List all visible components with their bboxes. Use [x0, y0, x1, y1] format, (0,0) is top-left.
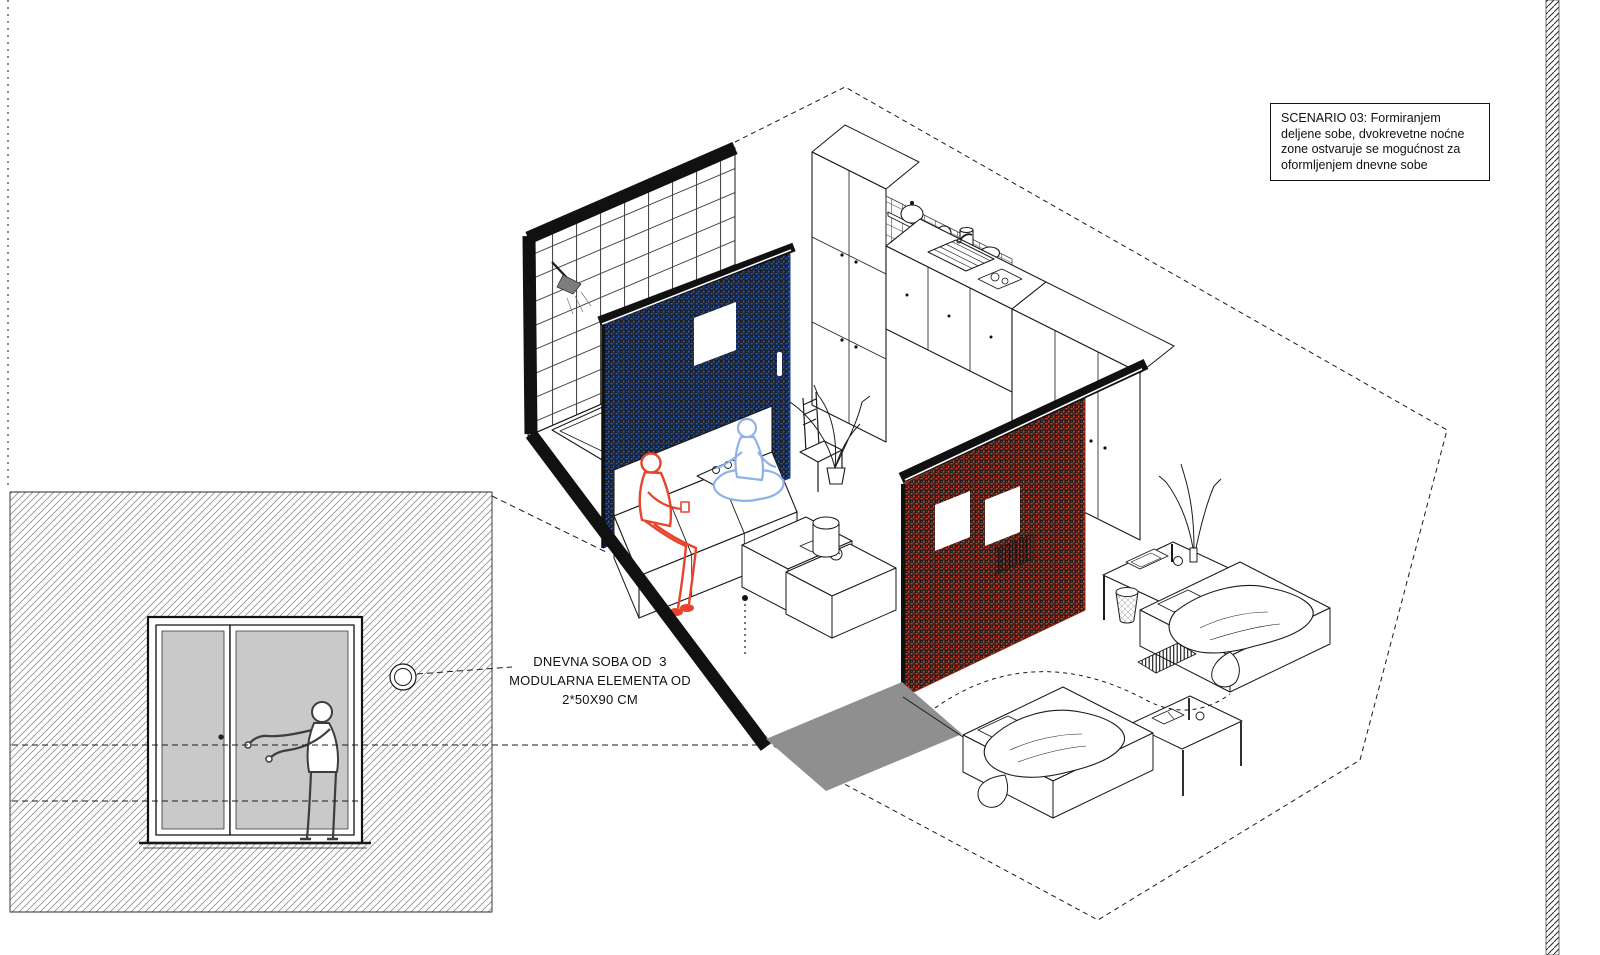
module-label: DNEVNA SOBA OD 3 MODULARNA ELEMENTA OD 2… [492, 652, 708, 709]
bed [962, 686, 1154, 819]
entry-mat [766, 682, 962, 791]
circulation-dashed-path [934, 671, 1231, 711]
sliding-track [898, 359, 1149, 483]
blanket [983, 709, 1126, 778]
blue-figure [712, 417, 785, 502]
detail-marker-circle [389, 663, 417, 691]
cup [1173, 556, 1183, 566]
open-book [1151, 708, 1185, 725]
living-room [613, 384, 897, 639]
cup [1195, 711, 1205, 721]
sliding-track [597, 242, 796, 326]
cut-walls-black [522, 142, 772, 751]
plant [1158, 463, 1222, 549]
panel-picture [935, 491, 970, 551]
wastebasket [1115, 587, 1139, 624]
door-handle-icon [218, 734, 224, 740]
tall-cabinet-left [811, 124, 920, 443]
panel-handle [777, 352, 782, 376]
vase [1189, 547, 1198, 563]
module-label-line: DNEVNA SOBA OD 3 [533, 654, 667, 669]
desk [1102, 463, 1234, 650]
side-stool [812, 516, 840, 558]
cup [680, 501, 690, 513]
hob [977, 268, 1023, 290]
bedroom [902, 463, 1331, 819]
red-sliding-panel [898, 359, 1149, 698]
sink [927, 239, 995, 272]
plant-pot [826, 467, 846, 485]
mirror [694, 302, 736, 366]
scenario-note: SCENARIO 03: Formiranjem deljene sobe, d… [1270, 103, 1490, 181]
scenario-note-line: deljene sobe, dvokrevetne noćne [1281, 126, 1465, 141]
section-hatch-strip [1545, 0, 1560, 955]
window-elevation-detail [9, 491, 766, 913]
shower-head-icon [551, 261, 592, 315]
folded-textile [1137, 642, 1197, 674]
blanket [1168, 584, 1314, 654]
leader-line [491, 495, 607, 553]
leader-line [416, 666, 513, 675]
unit-envelope-dashed [734, 86, 1448, 921]
window-frame [139, 615, 371, 849]
label-leader [742, 595, 748, 655]
panel-picture [985, 486, 1020, 546]
faucet-icon [959, 233, 973, 241]
scenario-note-line: zone ostvaruje se mogućnost za [1281, 142, 1461, 156]
radiator [994, 533, 1034, 575]
module-label-line: MODULARNA ELEMENTA OD [509, 673, 691, 688]
scenario-note-line: oformljenjem dnevne sobe [1281, 157, 1428, 172]
red-figure [638, 452, 698, 616]
scenario-note-line: SCENARIO 03: Formiranjem [1281, 111, 1441, 125]
laptop [1125, 548, 1169, 570]
sheet-edge-marks [7, 0, 1560, 955]
plant [789, 384, 871, 485]
module-label-line: 2*50X90 CM [562, 692, 638, 707]
